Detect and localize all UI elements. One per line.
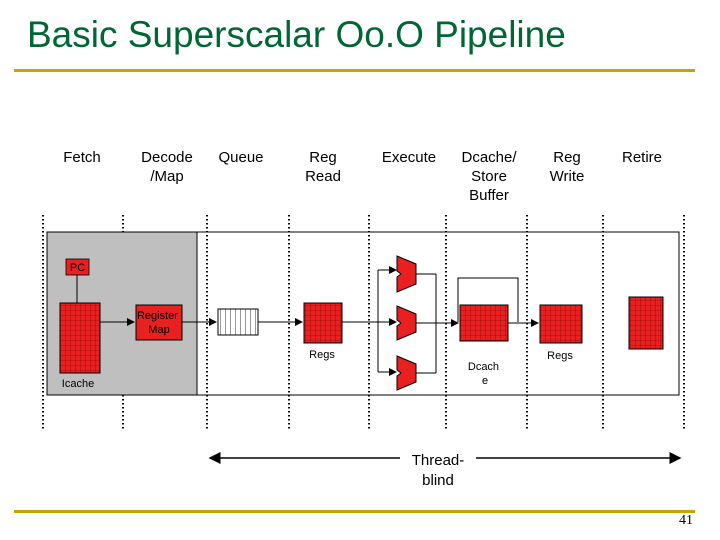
thread-blind-region <box>196 231 680 396</box>
regs-read-label: Regs <box>309 349 335 361</box>
register-map-block <box>135 304 183 341</box>
register-file-read <box>303 302 343 344</box>
page-number: 41 <box>679 513 693 528</box>
dcache-label-line1: Dcach <box>468 361 499 373</box>
alu-1 <box>396 255 417 293</box>
dcache-label-line2: e <box>482 375 488 387</box>
instruction-queue <box>217 308 259 336</box>
register-map-label: Register Map <box>137 310 181 336</box>
thread-blind-label: Thread- blind <box>411 452 465 489</box>
slide-title: Basic Superscalar Oo.O Pipeline <box>27 14 566 55</box>
regs-write-label: Regs <box>547 350 573 362</box>
register-file-write <box>539 304 583 344</box>
retire-block <box>628 296 664 350</box>
alu-units <box>396 255 417 391</box>
stage-label-reg-read: Reg Read <box>305 149 341 185</box>
stage-label-reg-write: Reg Write <box>549 149 585 185</box>
register-map-label-line1: Register <box>137 310 178 322</box>
stage-label-queue: Queue <box>218 149 264 166</box>
dcache-block <box>459 304 509 342</box>
pc-label: PC <box>70 262 85 274</box>
icache-label: Icache <box>62 378 94 390</box>
stage-label-retire: Retire <box>621 149 662 166</box>
alu-2 <box>396 305 417 341</box>
stage-label-fetch: Fetch <box>63 149 101 166</box>
stage-label-dcache: Dcache/ Store Buffer <box>461 149 517 204</box>
register-map-label-line2: Map <box>148 324 169 336</box>
title-divider <box>14 69 695 72</box>
dcache-label: Dcach e <box>468 361 502 387</box>
stage-label-execute: Execute <box>381 149 437 166</box>
stage-label-decode: Decode /Map <box>141 149 193 185</box>
alu-3 <box>396 355 417 391</box>
icache-block <box>59 302 101 374</box>
footer-divider <box>14 510 695 513</box>
